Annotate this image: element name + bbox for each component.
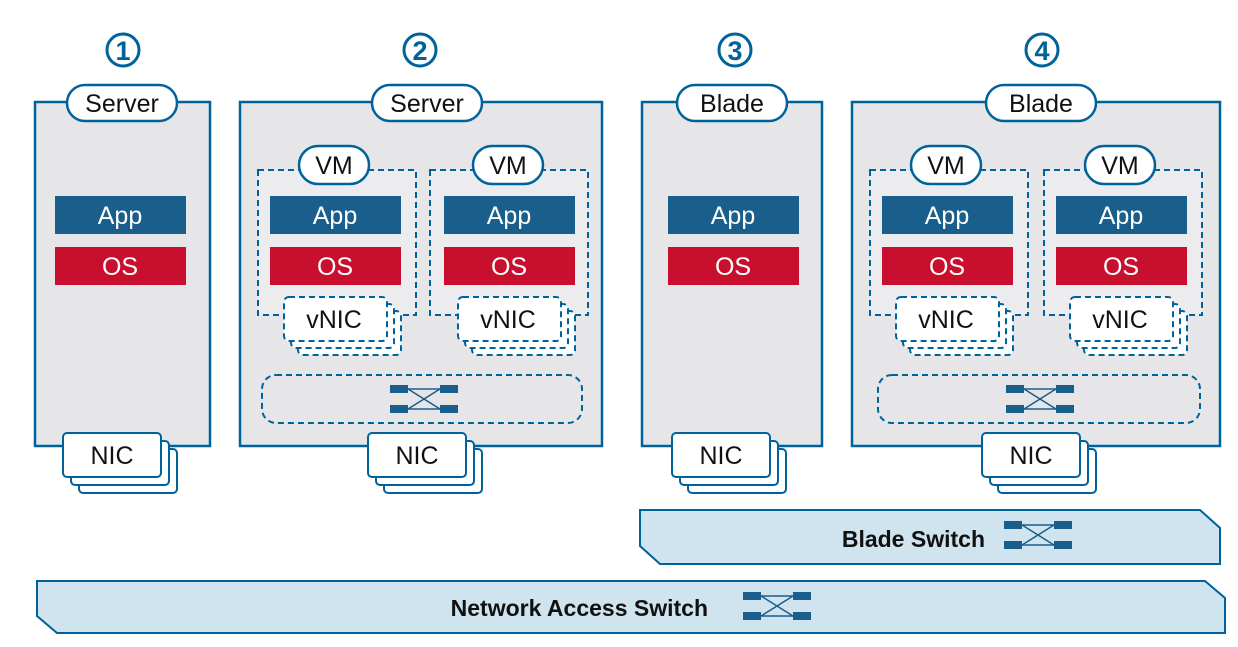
app-block: [270, 196, 401, 234]
column-3-number: 3: [727, 36, 742, 66]
app-label: App: [98, 202, 142, 230]
vm-label-pill: [471, 144, 545, 186]
os-block: [668, 247, 799, 285]
app-label: App: [313, 202, 357, 230]
blade-switch-bar: [639, 509, 1221, 565]
nic-card: [981, 432, 1081, 478]
vnic-card: [1069, 296, 1174, 342]
vm-label: VM: [315, 152, 353, 180]
column-3: 3 Blade App OS NIC: [640, 32, 824, 494]
app-label: App: [487, 202, 531, 230]
vm-frame: [869, 169, 1029, 316]
column-1-number: 1: [115, 36, 130, 66]
column-1-number-badge: [105, 32, 141, 68]
vm-frame: [1043, 169, 1203, 316]
blade-switch: Blade Switch: [639, 509, 1221, 565]
column-4-number: 4: [1034, 36, 1049, 66]
app-block: [1056, 196, 1187, 234]
app-block: [882, 196, 1013, 234]
os-label: OS: [491, 253, 527, 281]
blade-1-label-pill: [675, 83, 789, 123]
virtual-switch: [877, 374, 1201, 424]
blade-2-label-pill: [984, 83, 1098, 123]
blade-2-label: Blade: [1009, 90, 1073, 118]
vm-frame: [257, 169, 417, 316]
vm-label-pill: [1083, 144, 1157, 186]
vm-label-pill: [909, 144, 983, 186]
network-access-switch-bar: [36, 580, 1226, 634]
app-block: [55, 196, 186, 234]
vnic-label: vNIC: [306, 306, 362, 334]
nic-card: [62, 432, 162, 478]
column-2-number: 2: [412, 36, 427, 66]
virtual-switch: [261, 374, 583, 424]
os-block: [55, 247, 186, 285]
column-3-number-badge: [717, 32, 753, 68]
vnic-card: [895, 296, 1000, 342]
app-block: [668, 196, 799, 234]
os-label: OS: [102, 253, 138, 281]
column-2: 2 Server VM App OS vNIC VM App OS vNIC: [238, 32, 604, 494]
server-1-label: Server: [85, 90, 159, 118]
vm-frame: [429, 169, 589, 316]
app-label: App: [1099, 202, 1143, 230]
vm-label: VM: [1101, 152, 1139, 180]
nic-label: NIC: [395, 442, 438, 470]
server-2-label: Server: [390, 90, 464, 118]
nic-card: [671, 432, 771, 478]
app-block: [444, 196, 575, 234]
column-1: 1 Server App OS NIC: [33, 32, 212, 494]
column-2-number-badge: [402, 32, 438, 68]
nic-card: [367, 432, 467, 478]
nic-label: NIC: [1009, 442, 1052, 470]
nic-label: NIC: [90, 442, 133, 470]
column-4-number-badge: [1024, 32, 1060, 68]
blade-switch-label: Blade Switch: [842, 526, 985, 552]
app-label: App: [711, 202, 755, 230]
vm-label-pill: [297, 144, 371, 186]
network-access-switch: Network Access Switch: [36, 580, 1226, 634]
vnic-label: vNIC: [1092, 306, 1148, 334]
server-2-label-pill: [370, 83, 484, 123]
vm-label: VM: [489, 152, 527, 180]
os-label: OS: [1103, 253, 1139, 281]
column-4: 4 Blade VM App OS vNIC VM App OS vNIC: [850, 32, 1222, 494]
os-label: OS: [929, 253, 965, 281]
os-block: [1056, 247, 1187, 285]
os-label: OS: [317, 253, 353, 281]
vnic-card: [283, 296, 388, 342]
app-label: App: [925, 202, 969, 230]
os-block: [270, 247, 401, 285]
vm-label: VM: [927, 152, 965, 180]
nic-label: NIC: [699, 442, 742, 470]
os-label: OS: [715, 253, 751, 281]
vnic-label: vNIC: [918, 306, 974, 334]
os-block: [882, 247, 1013, 285]
server-1-label-pill: [65, 83, 179, 123]
vnic-card: [457, 296, 562, 342]
network-access-switch-label: Network Access Switch: [451, 595, 708, 621]
blade-1-label: Blade: [700, 90, 764, 118]
vnic-label: vNIC: [480, 306, 536, 334]
os-block: [444, 247, 575, 285]
